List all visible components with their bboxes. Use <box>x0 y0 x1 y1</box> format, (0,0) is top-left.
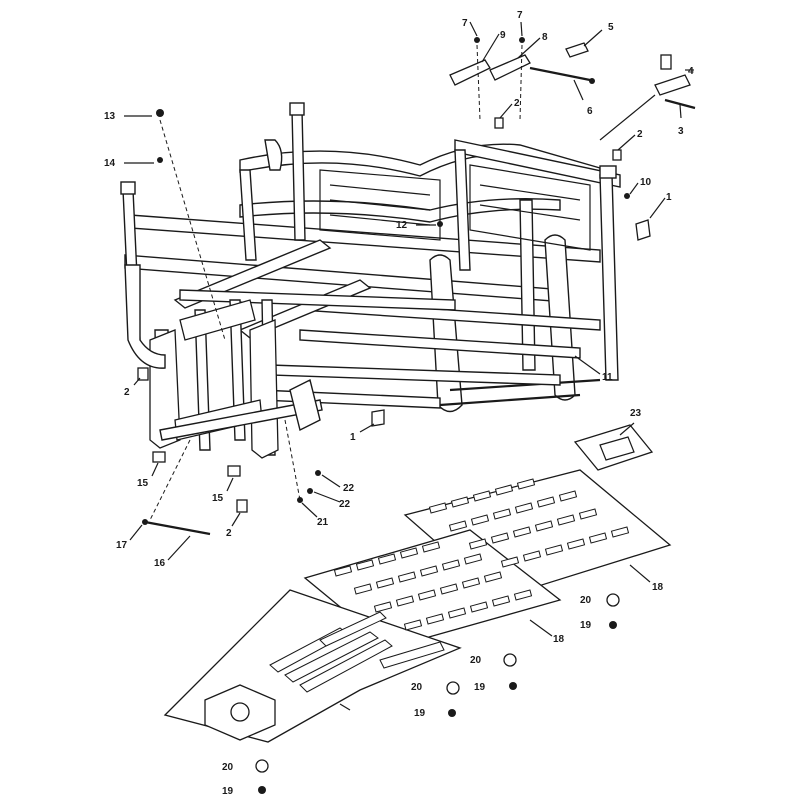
callout-20: 20 <box>411 682 423 693</box>
callout-13: 13 <box>104 111 116 122</box>
bushing-2a <box>137 367 149 381</box>
callout-11: 11 <box>602 372 613 383</box>
sleeve-5 <box>565 42 589 58</box>
block-4 <box>654 74 691 96</box>
callout-5: 5 <box>608 22 614 33</box>
callout-3: 3 <box>678 126 684 137</box>
callout-22: 22 <box>343 483 355 494</box>
callout-labels: 7 7 9 8 5 4 6 3 2 2 13 14 10 1 12 11 2 1… <box>104 10 694 797</box>
callout-7: 7 <box>462 18 468 29</box>
washer-14 <box>157 157 163 163</box>
callout-15: 15 <box>137 478 149 489</box>
bushing-15a <box>152 451 166 463</box>
callout-1: 1 <box>350 432 356 443</box>
callout-16: 16 <box>154 558 166 569</box>
callout-14: 14 <box>104 158 116 169</box>
callout-19: 19 <box>414 708 426 719</box>
callout-15: 15 <box>212 493 224 504</box>
bushing-2b <box>236 499 248 513</box>
callout-19: 19 <box>474 682 486 693</box>
callout-19: 19 <box>580 620 592 631</box>
bolt-12 <box>437 221 443 227</box>
bushing-2c <box>494 117 504 129</box>
middle-plate-slots <box>333 541 533 631</box>
skid-plates <box>163 469 672 794</box>
callout-18: 18 <box>553 634 565 645</box>
rear-plate-slots <box>428 478 630 568</box>
bushing-1 <box>635 219 651 241</box>
callout-23: 23 <box>630 408 642 419</box>
bushing-1b <box>371 409 385 427</box>
rod-3 <box>664 98 696 110</box>
callout-2: 2 <box>226 528 232 539</box>
callout-18: 18 <box>652 582 664 593</box>
nut-10 <box>624 193 630 199</box>
callout-20: 20 <box>222 762 234 773</box>
callout-22: 22 <box>339 499 351 510</box>
callout-17: 17 <box>116 540 128 551</box>
callout-10: 10 <box>640 177 652 188</box>
callout-4: 4 <box>688 66 694 77</box>
bushing-2d <box>612 149 622 161</box>
callout-8: 8 <box>542 32 548 43</box>
bracket-9 <box>449 59 491 86</box>
bracket-8 <box>489 54 531 81</box>
bushing-15b <box>227 465 241 477</box>
callout-6: 6 <box>587 106 593 117</box>
small-parts <box>137 37 696 536</box>
pin-4 <box>660 54 672 70</box>
callout-19: 19 <box>222 786 234 797</box>
bolt-13 <box>156 109 164 117</box>
callout-2: 2 <box>124 387 130 398</box>
callout-2: 2 <box>637 129 643 140</box>
bolt-6 <box>529 66 591 82</box>
pad-23 <box>573 424 654 471</box>
main-frame <box>120 102 621 459</box>
callout-20: 20 <box>470 655 482 666</box>
callout-21: 21 <box>317 517 329 528</box>
callout-2: 2 <box>514 98 520 109</box>
leader-lines <box>124 21 694 711</box>
bolt-16 <box>144 520 211 536</box>
callout-9: 9 <box>500 30 506 41</box>
callout-20: 20 <box>580 595 592 606</box>
callout-1: 1 <box>666 192 672 203</box>
callout-12: 12 <box>396 220 408 231</box>
callout-7: 7 <box>517 10 523 21</box>
